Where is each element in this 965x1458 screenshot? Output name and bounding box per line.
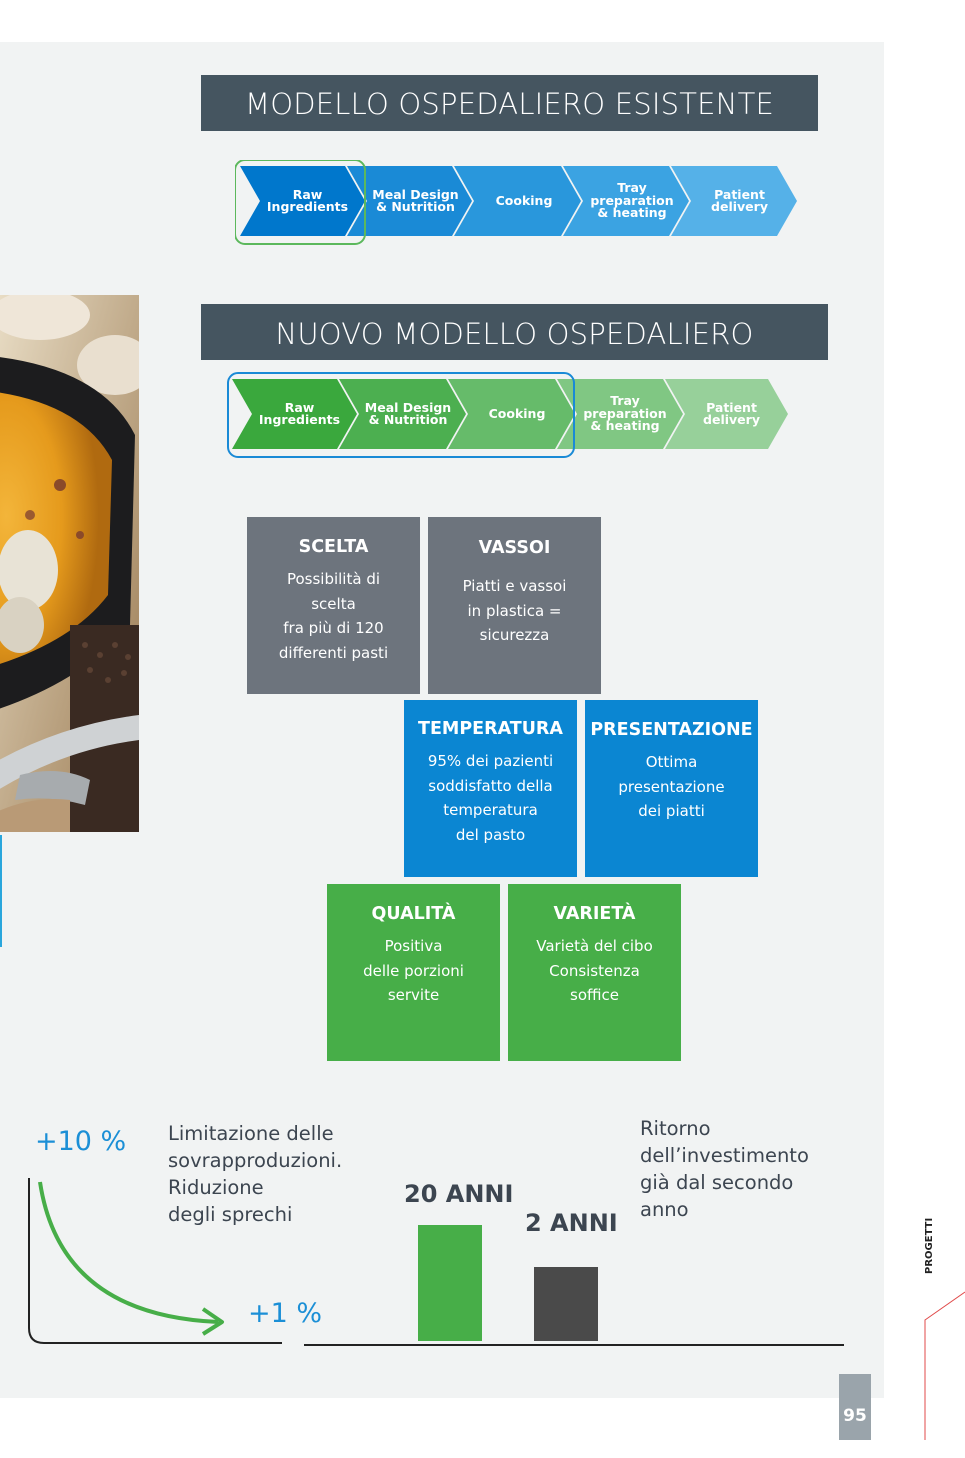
existing-model-title: MODELLO OSPEDALIERO ESISTENTE [201,75,818,131]
box-presentazione-title: PRESENTAZIONE [590,720,753,740]
box-temperatura: TEMPERATURA 95% dei pazienti soddisfatto… [404,700,577,877]
box-temperatura-title: TEMPERATURA [418,719,563,739]
new-model-title: NUOVO MODELLO OSPEDALIERO [201,304,828,360]
roi-description: Ritorno dell’investimento già dal second… [640,1117,809,1221]
new-chevron-meal-design [339,379,466,449]
new-flow-chevrons [227,372,788,458]
box-presentazione: PRESENTAZIONE Ottima presentazione dei p… [585,700,758,877]
food-photo [0,295,139,832]
box-varieta-text: Varietà del cibo Consistenza soffice [536,937,653,1004]
existing-chevron-tray [563,166,689,236]
new-chevron-raw [232,379,357,449]
box-temperatura-text: 95% dei pazienti soddisfatto della tempe… [427,752,554,844]
box-vassoi-title: VASSOI [478,538,551,558]
new-chevron-tray [557,379,683,449]
new-highlight-frame [227,372,575,458]
existing-label-cooking: Cooking [495,192,553,208]
new-chevron-delivery [665,379,788,449]
existing-chevron-delivery [671,166,797,236]
new-label-meal-design: Meal Design& Nutrition [364,399,452,427]
roi-chart [304,1225,844,1346]
box-scelta-title: SCELTA [298,537,369,557]
box-scelta: SCELTA Possibilità di scelta fra più di … [247,517,420,694]
box-qualita: QUALITÀ Positiva delle porzioni servite [327,884,500,1061]
roi-bar-20 [418,1225,482,1341]
waste-from-pct: +10 % [35,1126,127,1157]
section-tab-line [924,1291,965,1440]
roi-bar-label-2: 2 ANNI [525,1209,618,1237]
existing-flow-chevrons [235,160,797,245]
existing-chevron-cooking [454,166,581,236]
page-number: 95 [839,1374,871,1440]
waste-description: Limitazione delle sovrapproduzioni. Ridu… [168,1122,343,1226]
waste-axis [28,1178,282,1344]
existing-highlight-frame [235,160,366,245]
existing-chevron-meal-design [347,166,472,236]
waste-arrow-head [201,1307,224,1336]
roi-bar-label-20: 20 ANNI [404,1180,514,1208]
existing-chevron-raw [240,166,365,236]
accent-line [0,835,2,947]
box-scelta-text: Possibilità di scelta fra più di 120 dif… [278,570,389,662]
section-tab-label: PROGETTI [924,1217,935,1274]
box-varieta-title: VARIETÀ [553,904,636,924]
waste-diagram [28,1178,282,1344]
box-vassoi-text: Piatti e vassoi in plastica = sicurezza [462,577,567,644]
food-photo-illustration [0,295,139,832]
box-qualita-text: Positiva delle porzioni servite [363,937,464,1004]
waste-to-pct: +1 % [248,1298,323,1329]
box-presentazione-text: Ottima presentazione dei piatti [618,753,725,820]
box-varieta: VARIETÀ Varietà del cibo Consistenza sof… [508,884,681,1061]
existing-label-meal-design: Meal Design& Nutrition [372,186,459,214]
box-vassoi: VASSOI Piatti e vassoi in plastica = sic… [428,517,601,694]
box-qualita-title: QUALITÀ [371,904,456,924]
new-label-cooking: Cooking [488,405,546,421]
new-chevron-cooking [448,379,575,449]
roi-bar-2 [534,1267,598,1341]
waste-curve-arrow [38,1181,219,1324]
